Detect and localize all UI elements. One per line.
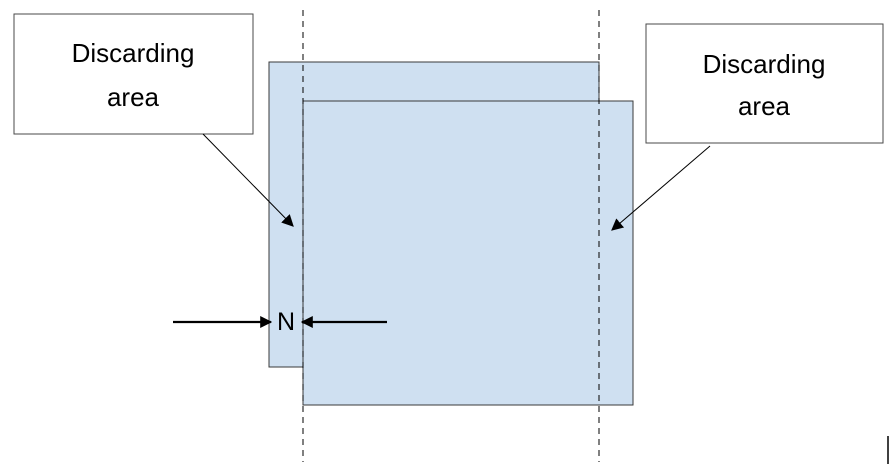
right-callout-line1: Discarding [703, 49, 826, 79]
left-callout-line1: Discarding [72, 38, 195, 68]
front-frame [302, 100, 634, 406]
left-callout: Discarding area [13, 13, 254, 135]
right-callout-line2: area [738, 91, 791, 121]
right-callout-box [645, 23, 884, 144]
left-callout-box [13, 13, 254, 135]
right-callout: Discarding area [645, 23, 884, 144]
left-callout-pointer [202, 133, 294, 227]
overlap-label: N [277, 308, 295, 336]
right-callout-pointer [611, 145, 711, 231]
left-callout-line2: area [107, 82, 160, 112]
